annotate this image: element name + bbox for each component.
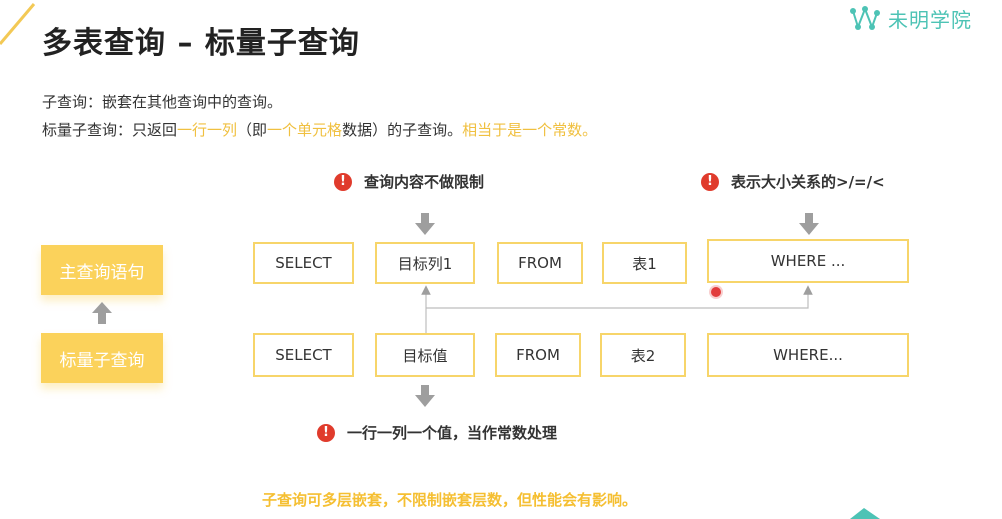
- note-comparison-ops: ! 表示大小关系的>/=/<: [701, 171, 885, 192]
- sub-from-cell: FROM: [495, 333, 581, 377]
- definition-text: 标量子查询：只返回: [42, 121, 178, 139]
- main-select-cell: SELECT: [253, 242, 354, 284]
- main-where-cell: WHERE ...: [707, 239, 909, 283]
- arrow-down-icon: [415, 385, 435, 407]
- definition-text: （即: [237, 121, 268, 139]
- exclamation-circle-icon: !: [317, 423, 335, 442]
- definition-text: 数据）的子查询。: [342, 121, 463, 139]
- page-title: 多表查询 – 标量子查询: [42, 26, 360, 61]
- highlight-one-row-one-col: 一行一列: [177, 121, 238, 139]
- arrow-down-icon: [799, 213, 819, 235]
- corner-decoration: [850, 508, 880, 519]
- molecule-logo-icon: [850, 5, 880, 30]
- definition-subquery: 子查询：嵌套在其他查询中的查询。: [42, 93, 283, 111]
- brand-logo: 未明学院: [848, 4, 972, 33]
- note-text: 一行一列一个值，当作常数处理: [347, 424, 558, 442]
- sub-target-value-cell: 目标值: [375, 333, 475, 377]
- cursor-indicator: [711, 287, 721, 297]
- logo-text: 未明学院: [888, 8, 972, 32]
- highlight-constant: 相当于是一个常数。: [462, 121, 598, 139]
- arrow-up-icon: [92, 302, 112, 324]
- scalar-subquery-label: 标量子查询: [41, 333, 163, 383]
- main-table-cell: 表1: [602, 242, 687, 284]
- sub-where-cell: WHERE...: [707, 333, 909, 377]
- note-single-value: ! 一行一列一个值，当作常数处理: [317, 422, 557, 443]
- corner-decoration: [0, 3, 36, 45]
- exclamation-circle-icon: !: [701, 172, 719, 191]
- highlight-one-cell: 一个单元格: [267, 121, 343, 139]
- note-text: 查询内容不做限制: [364, 173, 485, 191]
- sub-select-cell: SELECT: [253, 333, 354, 377]
- main-target-column-cell: 目标列1: [375, 242, 475, 284]
- definition-scalar-subquery: 标量子查询：只返回一行一列（即一个单元格数据）的子查询。相当于是一个常数。: [42, 119, 597, 140]
- sub-table-cell: 表2: [600, 333, 686, 377]
- main-from-cell: FROM: [497, 242, 583, 284]
- note-content-unrestricted: ! 查询内容不做限制: [334, 171, 484, 192]
- exclamation-circle-icon: !: [334, 172, 352, 191]
- note-text: 表示大小关系的>/=/<: [731, 173, 885, 191]
- footer-note: 子查询可多层嵌套，不限制嵌套层数，但性能会有影响。: [262, 491, 638, 509]
- main-query-label: 主查询语句: [41, 245, 163, 295]
- arrow-down-icon: [415, 213, 435, 235]
